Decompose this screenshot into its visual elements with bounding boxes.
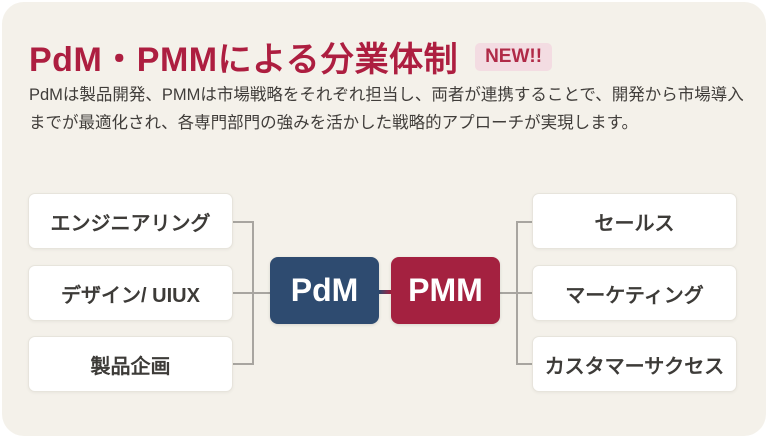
pmm-box: PMM xyxy=(391,257,500,324)
dept-box-marketing: マーケティング xyxy=(532,265,737,321)
page-title: PdM・PMMによる分業体制 xyxy=(29,41,459,79)
dept-label: 製品企画 xyxy=(90,355,171,378)
dept-label: エンジニアリング xyxy=(50,212,211,235)
pdm-box: PdM xyxy=(270,257,379,324)
dept-box-design-uiux: デザイン/ UIUX xyxy=(28,265,233,321)
pmm-label: PMM xyxy=(408,272,483,308)
connector-left-bottom-stub xyxy=(233,363,254,365)
connector-right-top-stub xyxy=(516,221,533,223)
card-header: PdM・PMMによる分業体制 NEW!! xyxy=(29,32,553,81)
new-badge: NEW!! xyxy=(475,42,553,71)
dept-box-product-planning: 製品企画 xyxy=(28,336,233,392)
dept-box-customer-success: カスタマーサクセス xyxy=(532,336,737,392)
connector-right-bottom-stub xyxy=(516,363,533,365)
connector-left-middle-line xyxy=(233,292,271,294)
description-text: PdMは製品開発、PMMは市場戦略をそれぞれ担当し、両者が連携することで、開発か… xyxy=(29,86,744,132)
dept-label: デザイン/ UIUX xyxy=(61,284,200,307)
dept-label: カスタマーサクセス xyxy=(544,355,725,378)
pdm-label: PdM xyxy=(290,272,359,308)
dept-label: マーケティング xyxy=(565,284,704,307)
dept-box-sales: セールス xyxy=(532,193,737,249)
connector-right-middle-line xyxy=(499,292,533,294)
connector-left-top-stub xyxy=(233,221,254,223)
dept-label: セールス xyxy=(594,212,675,235)
dept-box-engineering: エンジニアリング xyxy=(28,193,233,249)
connector-pdm-pmm-bridge xyxy=(379,290,391,294)
